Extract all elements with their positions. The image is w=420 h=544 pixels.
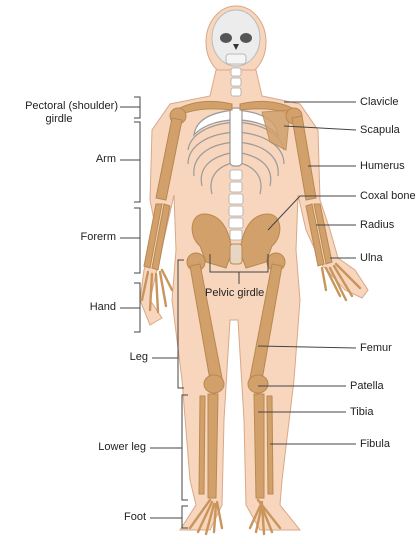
skull bbox=[211, 9, 261, 67]
pelvic-girdle-bracket bbox=[209, 254, 269, 284]
label-lower-leg: Lower leg bbox=[98, 441, 146, 453]
label-patella: Patella bbox=[350, 380, 384, 392]
leg-bones bbox=[186, 252, 286, 499]
label-radius: Radius bbox=[360, 219, 395, 231]
label-forearm: Forerm bbox=[80, 231, 116, 243]
label-pectoral-line1: Pectoral (shoulder) bbox=[25, 100, 118, 112]
label-femur: Femur bbox=[360, 342, 392, 354]
label-scapula: Scapula bbox=[360, 124, 400, 136]
label-tibia: Tibia bbox=[350, 406, 374, 418]
arm-bones bbox=[143, 115, 333, 271]
label-pectoral-girdle: Pectoral (shoulder) girdle bbox=[0, 100, 118, 126]
label-pelvic-girdle: Pelvic girdle bbox=[205, 287, 265, 299]
foot-bones bbox=[188, 498, 282, 536]
label-arm: Arm bbox=[95, 153, 116, 165]
label-pectoral-line2: girdle bbox=[45, 113, 73, 125]
label-fibula: Fibula bbox=[360, 438, 390, 450]
rib-cage bbox=[187, 107, 285, 195]
right-leaders bbox=[257, 101, 357, 445]
left-brackets bbox=[120, 96, 188, 529]
label-humerus: Humerus bbox=[360, 160, 405, 172]
spine bbox=[228, 67, 244, 241]
label-coxal-bone: Coxal bone bbox=[360, 190, 416, 202]
label-foot: Foot bbox=[123, 511, 146, 523]
body-silhouette bbox=[139, 5, 369, 531]
hand-bones bbox=[140, 262, 362, 314]
label-hand: Hand bbox=[89, 301, 116, 313]
label-leg: Leg bbox=[129, 351, 148, 363]
label-ulna: Ulna bbox=[360, 252, 383, 264]
label-clavicle: Clavicle bbox=[360, 96, 399, 108]
